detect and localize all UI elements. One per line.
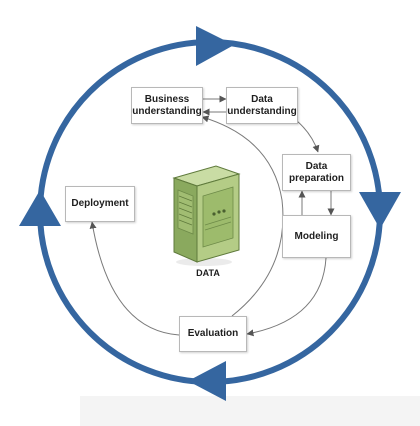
arrow-data-to-preparation: [296, 120, 320, 153]
data-preparation-box[interactable]: Data preparation: [282, 154, 351, 191]
business-understanding-box[interactable]: Business understanding: [131, 87, 203, 124]
cycle-arrow-right-icon: [359, 192, 401, 229]
bottom-band: [80, 396, 420, 426]
data-store-label: DATA: [196, 268, 220, 278]
cycle-arrow-left-icon: [19, 190, 61, 226]
data-understanding-box[interactable]: Data understanding: [226, 87, 298, 124]
evaluation-box[interactable]: Evaluation: [179, 316, 247, 352]
arrow-evaluation-to-business: [201, 115, 284, 317]
server-rack-icon: [172, 165, 241, 266]
arrow-evaluation-to-deployment: [89, 221, 180, 336]
deployment-box[interactable]: Deployment: [65, 186, 135, 222]
modeling-box[interactable]: Modeling: [282, 215, 351, 258]
cycle-arrow-bottom-icon: [188, 361, 226, 401]
cycle-arrow-top-icon: [196, 26, 234, 66]
arrow-modeling-to-evaluation: [246, 257, 327, 337]
